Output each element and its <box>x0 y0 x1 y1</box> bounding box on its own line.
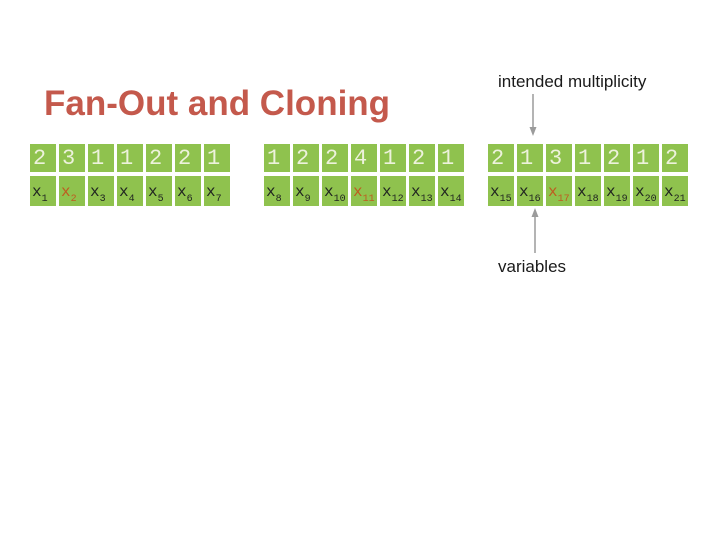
variable-cell: x6 <box>175 176 201 206</box>
variable-base: x <box>119 183 129 201</box>
multiplicity-cell: 2 <box>409 144 435 172</box>
up-arrow-icon <box>530 207 540 258</box>
variable-subscript: 20 <box>644 194 657 205</box>
variable-cell: x7 <box>204 176 230 206</box>
variable-cell: x12 <box>380 176 406 206</box>
variable-cell: x21 <box>662 176 688 206</box>
variable-subscript: 1 <box>41 194 48 205</box>
multiplicity-cell: 1 <box>438 144 464 172</box>
variable-subscript: 2 <box>70 194 77 205</box>
multiplicity-cell: 1 <box>380 144 406 172</box>
variable-cell: x4 <box>117 176 143 206</box>
multiplicity-cell: 4 <box>351 144 377 172</box>
multiplicity-cell: 1 <box>517 144 543 172</box>
variable-cell: x16 <box>517 176 543 206</box>
variable-base: x <box>177 183 187 201</box>
variable-subscript: 15 <box>499 194 512 205</box>
variable-base: x <box>519 183 529 201</box>
variable-subscript: 3 <box>99 194 106 205</box>
variable-subscript: 11 <box>362 194 375 205</box>
variable-subscript: 19 <box>615 194 628 205</box>
variable-subscript: 13 <box>420 194 433 205</box>
variable-base: x <box>32 183 42 201</box>
multiplicity-cell: 3 <box>546 144 572 172</box>
down-arrow-icon <box>528 94 538 141</box>
multiplicity-cell: 1 <box>204 144 230 172</box>
variable-base: x <box>577 183 587 201</box>
variable-base: x <box>635 183 645 201</box>
variable-base: x <box>382 183 392 201</box>
variable-base: x <box>411 183 421 201</box>
variable-base: x <box>148 183 158 201</box>
variable-subscript: 8 <box>275 194 282 205</box>
variable-base: x <box>206 183 216 201</box>
variable-subscript: 9 <box>304 194 311 205</box>
variable-subscript: 18 <box>586 194 599 205</box>
variables-label: variables <box>498 257 567 276</box>
multiplicity-cell: 2 <box>293 144 319 172</box>
multiplicity-cell: 2 <box>322 144 348 172</box>
variable-subscript: 7 <box>215 194 222 205</box>
variable-base: x <box>548 183 558 201</box>
variable-cell-highlighted: x2 <box>59 176 85 206</box>
variable-cell: x14 <box>438 176 464 206</box>
variable-base: x <box>664 183 674 201</box>
variable-base: x <box>324 183 334 201</box>
variable-cell: x5 <box>146 176 172 206</box>
variable-cell: x8 <box>264 176 290 206</box>
multiplicity-cell: 3 <box>59 144 85 172</box>
variable-cell: x15 <box>488 176 514 206</box>
variable-base: x <box>90 183 100 201</box>
multiplicity-cell: 1 <box>117 144 143 172</box>
multiplicity-cell: 2 <box>30 144 56 172</box>
variable-subscript: 12 <box>391 194 404 205</box>
variable-cell: x18 <box>575 176 601 206</box>
multiplicity-cell: 1 <box>575 144 601 172</box>
variable-subscript: 10 <box>333 194 346 205</box>
variable-cell: x9 <box>293 176 319 206</box>
variable-cell: x3 <box>88 176 114 206</box>
multiplicity-cell: 1 <box>88 144 114 172</box>
variable-cell: x13 <box>409 176 435 206</box>
variable-subscript: 16 <box>528 194 541 205</box>
variable-base: x <box>295 183 305 201</box>
multiplicity-cell: 1 <box>633 144 659 172</box>
variable-cell-highlighted: x11 <box>351 176 377 206</box>
variable-base: x <box>266 183 276 201</box>
multiplicity-cell: 2 <box>146 144 172 172</box>
multiplicity-cell: 1 <box>264 144 290 172</box>
variable-subscript: 4 <box>128 194 135 205</box>
multiplicity-cell: 2 <box>604 144 630 172</box>
variable-cell: x20 <box>633 176 659 206</box>
intended-multiplicity-label: intended multiplicity <box>498 72 647 91</box>
multiplicity-cell: 2 <box>175 144 201 172</box>
variable-subscript: 5 <box>157 194 164 205</box>
variable-base: x <box>353 183 363 201</box>
slide-title: Fan-Out and Cloning <box>44 84 391 124</box>
variable-subscript: 21 <box>673 194 686 205</box>
variable-base: x <box>61 183 71 201</box>
variable-cell: x19 <box>604 176 630 206</box>
variable-cell: x10 <box>322 176 348 206</box>
variable-cell-highlighted: x17 <box>546 176 572 206</box>
variable-subscript: 6 <box>186 194 193 205</box>
variable-subscript: 14 <box>449 194 462 205</box>
variable-subscript: 17 <box>557 194 570 205</box>
variable-base: x <box>440 183 450 201</box>
variable-cell: x1 <box>30 176 56 206</box>
variable-base: x <box>606 183 616 201</box>
multiplicity-cell: 2 <box>662 144 688 172</box>
variable-base: x <box>490 183 500 201</box>
multiplicity-cell: 2 <box>488 144 514 172</box>
